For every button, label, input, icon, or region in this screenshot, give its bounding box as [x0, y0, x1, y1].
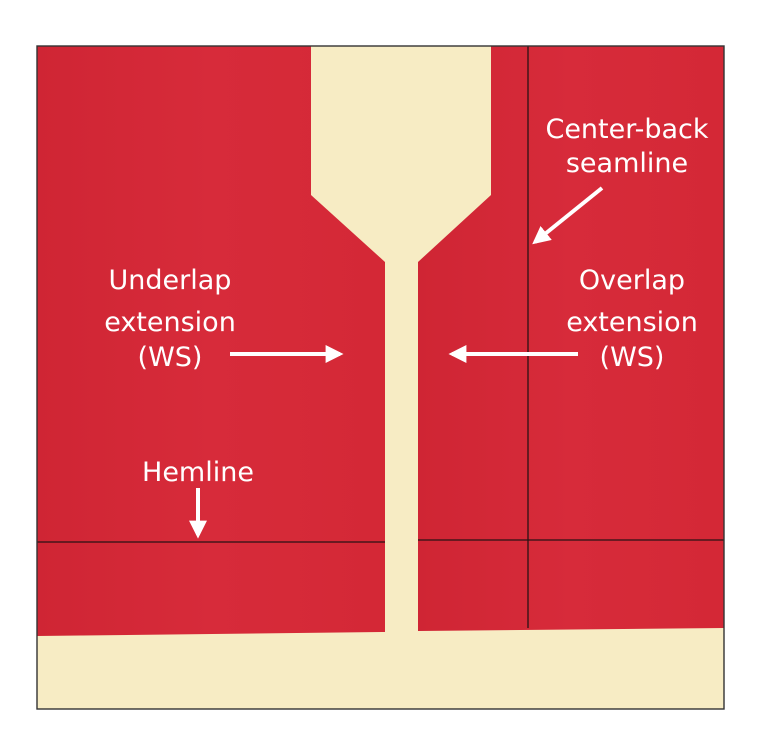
center-back-label-line2: seamline — [566, 148, 688, 179]
underlap-label-line2: extension — [104, 307, 236, 338]
hemline-label: Hemline — [142, 457, 254, 488]
underlap-label-line1: Underlap — [109, 265, 232, 296]
photo-frame — [36, 45, 725, 710]
underlap-label-line3: (WS) — [138, 342, 203, 373]
overlap-label-line3: (WS) — [600, 342, 665, 373]
center-back-arrow — [532, 186, 604, 245]
left-fabric-panel — [37, 46, 385, 636]
right-fabric-panel — [418, 46, 724, 631]
center-back-label-line1: Center-back — [545, 114, 708, 145]
overlap-label-line1: Overlap — [579, 265, 685, 296]
overlap-label-line2: extension — [566, 307, 698, 338]
